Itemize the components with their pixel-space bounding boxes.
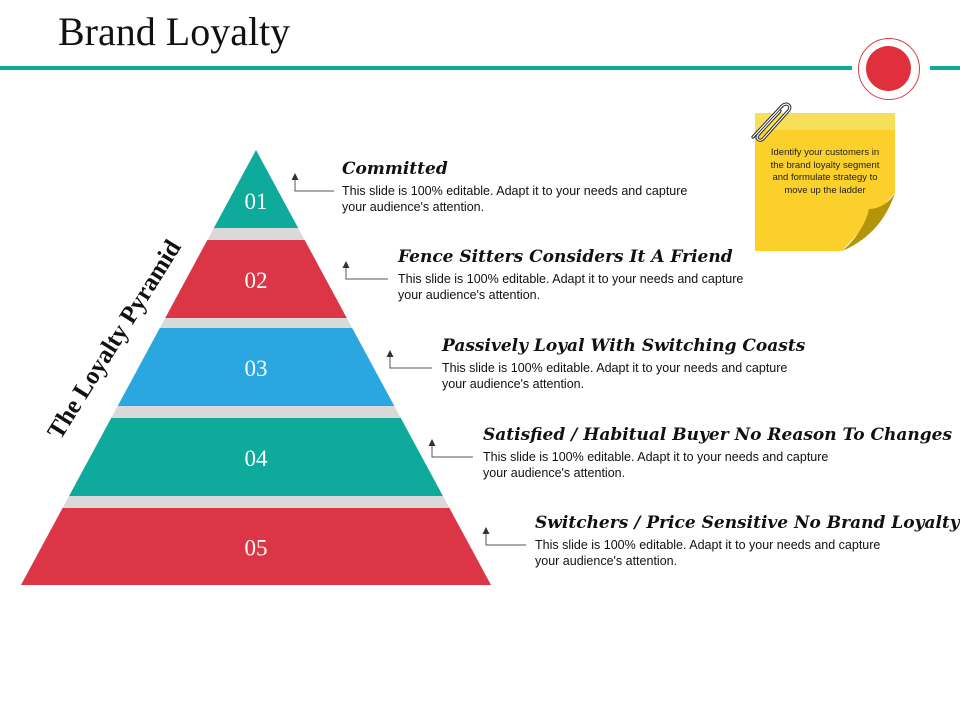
header-rule-end (930, 66, 960, 70)
connector-line (431, 444, 473, 458)
pyramid-level-02 (165, 240, 347, 318)
pyramid-level-05 (21, 508, 491, 585)
connector-line (389, 355, 432, 369)
pyramid-item-05: Switchers / Price Sensitive No Brand Loy… (535, 512, 960, 569)
item-title: Fence Sitters Considers It A Friend (398, 247, 733, 267)
item-title: Switchers / Price Sensitive No Brand Loy… (535, 513, 960, 533)
arrow-up-icon (291, 173, 299, 180)
item-description: This slide is 100% editable. Adapt it to… (535, 538, 881, 568)
pyramid-level-01 (213, 150, 299, 228)
paperclip-icon (751, 102, 792, 142)
pyramid-level-number: 02 (245, 268, 268, 293)
item-title: Committed (342, 159, 448, 179)
header-rule (0, 66, 852, 70)
pyramid-level-number: 03 (245, 356, 268, 381)
pyramid-level-03 (117, 328, 395, 406)
sticky-note-band (755, 113, 895, 130)
item-description: This slide is 100% editable. Adapt it to… (483, 450, 829, 480)
item-description: This slide is 100% editable. Adapt it to… (442, 361, 788, 391)
accent-dot (866, 46, 911, 91)
accent-circle (858, 38, 920, 100)
item-title: Satisfied / Habitual Buyer No Reason To … (483, 425, 953, 445)
sticky-note-text: Identify your customers in the brand loy… (770, 147, 880, 196)
pyramid-level-number: 01 (245, 189, 268, 214)
connector-line (345, 266, 388, 280)
pyramid-level-number: 04 (245, 446, 269, 471)
connector-line (485, 532, 526, 546)
arrow-up-icon (428, 439, 436, 446)
pyramid-level-04 (69, 418, 443, 496)
sticky-note: Identify your customers in the brand loy… (755, 113, 895, 251)
connector-line (294, 178, 334, 192)
arrow-up-icon (386, 350, 394, 357)
arrow-up-icon (482, 527, 490, 534)
item-description: This slide is 100% editable. Adapt it to… (342, 184, 688, 214)
item-title: Passively Loyal With Switching Coasts (442, 336, 806, 356)
pyramid-item-04: Satisfied / Habitual Buyer No Reason To … (483, 424, 952, 481)
sticky-note-fold (842, 193, 895, 251)
pyramid-level-number: 05 (245, 536, 268, 561)
arrow-up-icon (342, 261, 350, 268)
page-title: Brand Loyalty (58, 9, 291, 54)
item-description: This slide is 100% editable. Adapt it to… (398, 272, 744, 302)
